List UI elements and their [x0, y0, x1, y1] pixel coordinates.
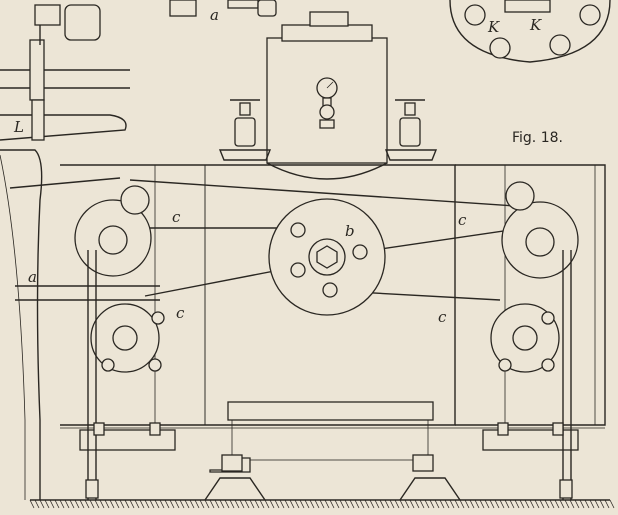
label-L: L [13, 118, 24, 136]
label-K2: K [529, 16, 542, 34]
label-K1: K [487, 18, 500, 36]
figure-caption: Fig. 18. [512, 130, 563, 146]
vertical-legs [87, 250, 572, 500]
ground-base [29, 499, 615, 509]
label-a-left: a [28, 268, 37, 286]
engine-frame [60, 164, 606, 429]
top-left-fitting [0, 4, 130, 141]
steam-dome [266, 11, 388, 180]
left-valve [218, 99, 272, 161]
left-wall [0, 149, 43, 500]
label-c-upper-left: c [172, 208, 181, 226]
label-c-lower-left: c [176, 304, 185, 322]
label-c-upper-right: c [458, 211, 467, 229]
label-c-lower-right: c [438, 308, 447, 326]
top-bolts [169, 0, 277, 17]
right-valve [384, 99, 438, 161]
left-mechanism [74, 185, 176, 451]
base-bolts [85, 422, 573, 499]
central-base [204, 401, 461, 501]
label-b: b [345, 222, 355, 240]
top-right-flange [449, 0, 611, 63]
right-mechanism [482, 181, 579, 451]
central-hub [268, 198, 386, 316]
label-a-top: a [210, 6, 219, 24]
